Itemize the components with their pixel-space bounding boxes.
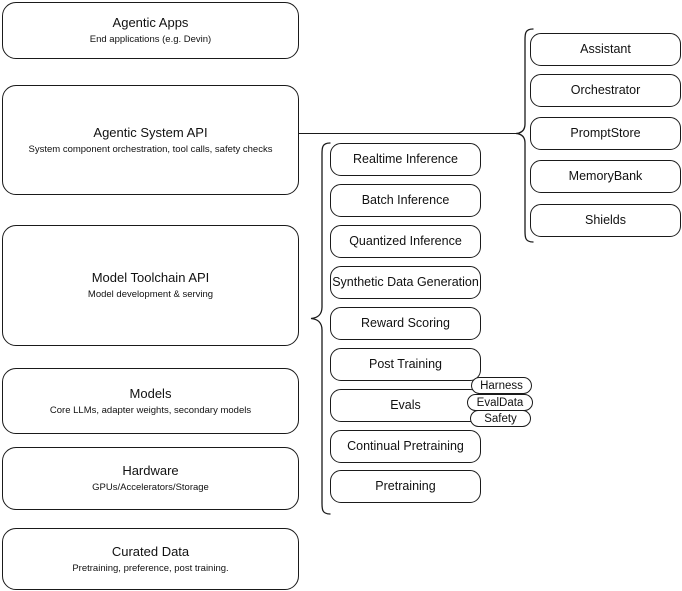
system-component-label: Assistant <box>580 42 631 56</box>
evals-subcomponent-harness[interactable]: Harness <box>471 377 532 394</box>
layer-subtitle: Core LLMs, adapter weights, secondary mo… <box>49 404 252 416</box>
system-component-assistant[interactable]: Assistant <box>530 33 681 66</box>
layer-agentic-apps[interactable]: Agentic Apps End applications (e.g. Devi… <box>2 2 299 59</box>
evals-subcomponent-evaldata[interactable]: EvalData <box>467 394 533 411</box>
capability-label: Synthetic Data Generation <box>332 275 479 289</box>
layer-title: Models <box>129 385 172 401</box>
layer-subtitle: System component orchestration, tool cal… <box>28 143 273 155</box>
system-component-label: MemoryBank <box>568 169 643 183</box>
system-component-label: Shields <box>585 213 626 227</box>
layer-title: Agentic System API <box>93 124 208 140</box>
capability-label: Reward Scoring <box>361 316 450 330</box>
capability-label: Post Training <box>369 357 442 371</box>
evals-subcomponent-safety[interactable]: Safety <box>470 410 531 427</box>
capability-synthetic-data-generation[interactable]: Synthetic Data Generation <box>330 266 481 299</box>
system-component-orchestrator[interactable]: Orchestrator <box>530 74 681 107</box>
system-component-memorybank[interactable]: MemoryBank <box>530 160 681 193</box>
capability-label: Batch Inference <box>361 193 450 207</box>
layer-subtitle: End applications (e.g. Devin) <box>89 34 212 45</box>
capability-realtime-inference[interactable]: Realtime Inference <box>330 143 481 176</box>
capability-quantized-inference[interactable]: Quantized Inference <box>330 225 481 258</box>
evals-subcomponent-label: EvalData <box>476 396 524 409</box>
layer-subtitle: Model development & serving <box>87 289 214 300</box>
layer-title: Agentic Apps <box>112 15 189 30</box>
layer-subtitle: GPUs/Accelerators/Storage <box>92 482 209 493</box>
capability-label: Realtime Inference <box>353 152 458 166</box>
capability-label: Quantized Inference <box>349 234 462 248</box>
layer-hardware[interactable]: Hardware GPUs/Accelerators/Storage <box>2 447 299 510</box>
system-component-label: Orchestrator <box>570 83 641 97</box>
capability-label: Evals <box>390 398 421 412</box>
capability-batch-inference[interactable]: Batch Inference <box>330 184 481 217</box>
layer-curated-data[interactable]: Curated Data Pretraining, preference, po… <box>2 528 299 590</box>
capability-pretraining[interactable]: Pretraining <box>330 470 481 503</box>
layer-title: Model Toolchain API <box>91 270 210 285</box>
layer-agentic-system-api[interactable]: Agentic System API System component orch… <box>2 85 299 195</box>
system-component-label: PromptStore <box>570 126 641 140</box>
evals-subcomponent-label: Harness <box>480 379 523 392</box>
capability-post-training[interactable]: Post Training <box>330 348 481 381</box>
capability-label: Pretraining <box>375 479 436 493</box>
connector-system-api-to-components <box>299 133 518 134</box>
layer-model-toolchain-api[interactable]: Model Toolchain API Model development & … <box>2 225 299 346</box>
system-component-shields[interactable]: Shields <box>530 204 681 237</box>
capability-label: Continual Pretraining <box>347 439 464 453</box>
capability-reward-scoring[interactable]: Reward Scoring <box>330 307 481 340</box>
evals-subcomponent-label: Safety <box>484 412 517 425</box>
capability-continual-pretraining[interactable]: Continual Pretraining <box>330 430 481 463</box>
layer-title: Curated Data <box>111 543 190 559</box>
layer-title: Hardware <box>122 463 179 478</box>
capability-evals[interactable]: Evals <box>330 389 481 422</box>
layer-subtitle: Pretraining, preference, post training. <box>72 562 229 574</box>
layer-models[interactable]: Models Core LLMs, adapter weights, secon… <box>2 368 299 434</box>
system-component-promptstore[interactable]: PromptStore <box>530 117 681 150</box>
